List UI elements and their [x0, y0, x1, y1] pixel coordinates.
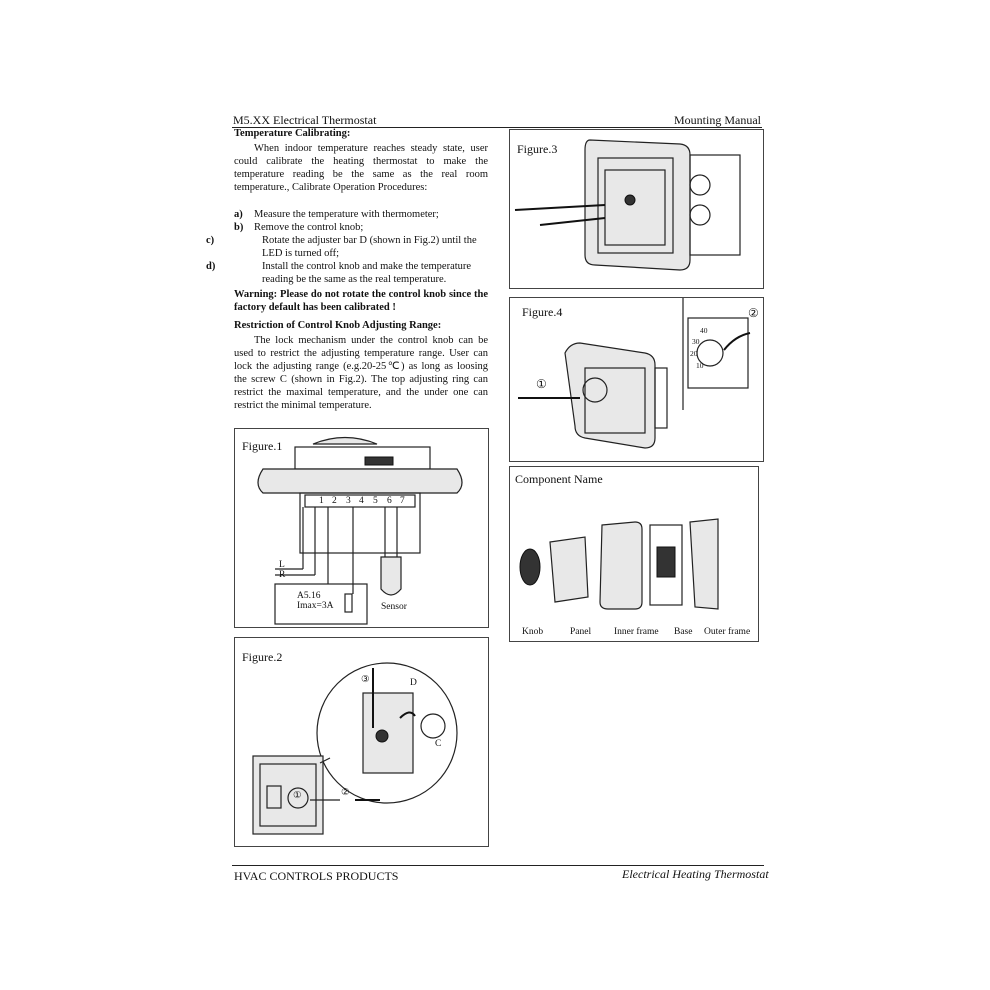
header-title: M5.XX Electrical Thermostat: [233, 113, 377, 127]
fig2-label-c: C: [435, 739, 442, 749]
component-name-title: Component Name: [515, 472, 603, 486]
component-inner-frame: Inner frame: [614, 627, 659, 637]
figure-2-drawing: [252, 662, 458, 835]
terminal-3: 3: [346, 496, 351, 506]
figure-4-drawing: [518, 298, 751, 449]
component-outer-frame: Outer frame: [704, 627, 751, 637]
step-a: a)Measure the temperature with thermomet…: [234, 209, 439, 220]
restriction-heading: Restriction of Control Knob Adjusting Ra…: [234, 320, 442, 331]
component-panel: Panel: [570, 627, 592, 637]
figure-3: Figure.3: [509, 129, 764, 289]
footer-rule: [232, 865, 764, 866]
fig4-scale-30: 30: [692, 337, 700, 346]
fig4-scale-10: 10: [696, 361, 704, 370]
fig2-step-3: ③: [361, 675, 370, 685]
load-rating: A5.16: [297, 591, 321, 601]
wire-l-label: L: [279, 560, 285, 570]
terminal-4: 4: [359, 496, 364, 506]
fig4-scale-40: 40: [700, 326, 708, 335]
component-knob: Knob: [522, 627, 544, 637]
figure-3-title: Figure.3: [517, 142, 558, 156]
calibrating-section: Temperature Calibrating: When indoor tem…: [206, 128, 488, 412]
component-drawing: [519, 518, 719, 610]
load-current: Imax=3A: [297, 601, 334, 611]
component-base: Base: [674, 627, 693, 637]
footer-product: Electrical Heating Thermostat: [622, 867, 769, 881]
header-rule: [232, 127, 762, 128]
terminal-6: 6: [387, 496, 392, 506]
fig2-step-2: ②: [341, 788, 350, 798]
fig2-step-1: ①: [293, 791, 302, 801]
calibrating-intro: When indoor temperature reaches steady s…: [234, 143, 488, 193]
fig4-scale-20: 20: [690, 349, 698, 358]
terminal-5: 5: [373, 496, 378, 506]
restriction-text: The lock mechanism under the control kno…: [234, 335, 488, 411]
warning-text: Warning: Please do not rotate the contro…: [234, 289, 488, 313]
calibrating-heading: Temperature Calibrating:: [234, 128, 351, 139]
wire-r-label: R: [279, 570, 286, 580]
figure-1: Figure.1 1 2 3 4 5 6 7 L R A5.16 Imax=3A…: [234, 428, 489, 628]
step-d: d)Install the control knob and make the …: [206, 261, 472, 285]
step-b: b)Remove the control knob;: [234, 222, 364, 233]
terminal-1: 1: [319, 496, 324, 506]
header-manual-type: Mounting Manual: [674, 113, 761, 127]
figure-4-title: Figure.4: [522, 305, 563, 319]
fig4-step-1: ①: [536, 377, 547, 391]
step-c: c)Rotate the adjuster bar D (shown in Fi…: [206, 235, 477, 259]
figure-2: Figure.2 ③ D C ① ②: [234, 637, 489, 847]
fig2-label-d: D: [410, 678, 417, 688]
figure-4: Figure.4 ① ② 40 30 20 10: [509, 297, 764, 462]
sensor-label: Sensor: [381, 602, 407, 612]
figure-1-drawing: [257, 436, 463, 625]
terminal-7: 7: [400, 496, 405, 506]
component-name-figure: Component Name Knob Panel Inner frame Ba…: [509, 466, 759, 642]
fig4-step-2: ②: [748, 306, 759, 320]
footer-company: HVAC CONTROLS PRODUCTS: [234, 869, 399, 883]
figure-2-title: Figure.2: [242, 650, 283, 664]
figure-3-drawing: [514, 139, 741, 271]
figure-1-title: Figure.1: [242, 439, 283, 453]
terminal-2: 2: [332, 496, 337, 506]
